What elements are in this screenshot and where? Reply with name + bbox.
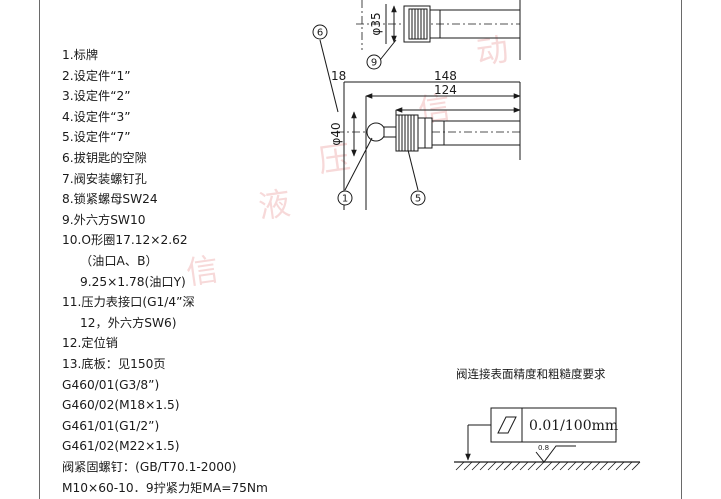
legend-item: 12.定位销 <box>62 336 118 350</box>
callout-leaders <box>319 39 419 191</box>
page-border-right <box>681 0 682 499</box>
main-view <box>336 81 521 210</box>
dimension-dia-35: φ35 <box>369 12 383 35</box>
legend-item: 4.设定件“3” <box>62 110 131 124</box>
roughness-symbol <box>535 445 576 463</box>
page-border-left <box>39 0 40 499</box>
legend-item: 11.压力表接口(G1/4”深 <box>62 295 195 309</box>
dimension-dia-40: φ40 <box>329 122 343 145</box>
ground-hatch <box>455 461 641 471</box>
callout-circle-6 <box>312 24 328 40</box>
callout-circle-9 <box>366 54 382 70</box>
callout-5: 5 <box>415 194 421 205</box>
legend-item: G460/02(M18×1.5) <box>62 398 180 412</box>
legend-item: 9.外六方SW10 <box>62 213 146 227</box>
legend-item: 8.锁紧螺母SW24 <box>62 192 158 206</box>
surface-finish-drawing <box>454 407 641 471</box>
legend-item: G460/01(G3/8”) <box>62 378 160 392</box>
legend-item: 2.设定件“1” <box>62 69 131 83</box>
legend-item: M10×60-10．9拧紧力矩MA=75Nm <box>62 481 268 495</box>
key-head <box>366 122 386 142</box>
legend-item: 3.设定件“2” <box>62 89 131 103</box>
callout-9: 9 <box>371 58 377 69</box>
legend-item: 6.拔钥匙的空隙 <box>62 151 147 165</box>
legend-item: （油口A、B） <box>80 254 158 268</box>
callout-circle-5 <box>410 190 426 206</box>
callout-circle-1 <box>337 190 353 206</box>
legend-item: 13.底板：见150页 <box>62 357 166 371</box>
legend-item: 阀紧固螺钉：(GB/T70.1-2000) <box>62 460 237 474</box>
legend-item: 1.标牌 <box>62 48 99 62</box>
main-body <box>431 120 521 146</box>
callout-6: 6 <box>317 28 323 39</box>
top-knob <box>403 5 431 43</box>
legend-item: G461/01(G1/2”) <box>62 419 160 433</box>
roughness-value: 0.8 <box>538 444 549 452</box>
flatness-value: 0.01/100mm <box>529 418 618 434</box>
callout-1: 1 <box>342 194 348 205</box>
dimension-124: 124 <box>434 83 457 97</box>
top-view <box>356 0 521 60</box>
legend-item: 9.25×1.78(油口Y) <box>80 275 186 289</box>
legend-item: 5.设定件“7” <box>62 130 131 144</box>
legend-item: 12，外六方SW6) <box>80 316 177 330</box>
dimension-148: 148 <box>434 69 457 83</box>
surface-finish-title: 阀连接表面精度和粗糙度要求 <box>456 367 606 381</box>
legend-item: G461/02(M22×1.5) <box>62 439 180 453</box>
dimension-18: 18 <box>331 69 346 83</box>
legend-item: 10.O形圈17.12×2.62 <box>62 233 188 247</box>
legend-item: 7.阀安装螺钉孔 <box>62 172 147 186</box>
